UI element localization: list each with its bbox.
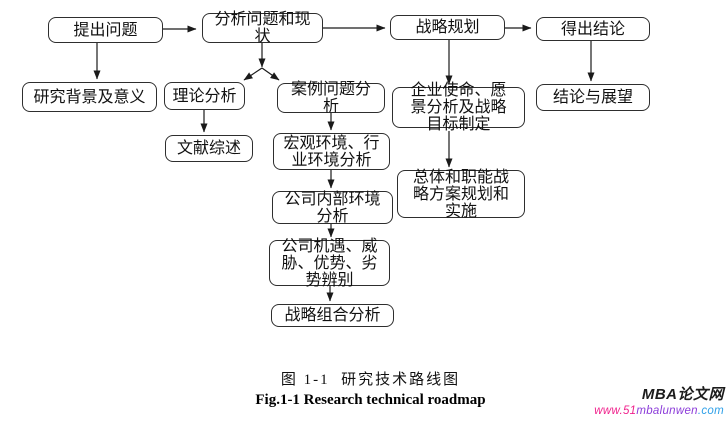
arrow-split-to-theory <box>243 67 263 81</box>
watermark-site-name: MBA论文网 <box>641 386 724 403</box>
node-swot-identification: 公司机遇、威 胁、优势、劣 势辨别 <box>269 238 390 289</box>
figure-caption-zh: 图 1-1 研究技术路线图 <box>280 372 461 388</box>
node-case-problem-analysis: 案例问题分 析 <box>277 81 385 115</box>
node-strategic-planning: 战略规划 <box>390 15 505 40</box>
node-internal-env-analysis: 公司内部环境 分析 <box>272 191 393 225</box>
node-conclusion-outlook: 结论与展望 <box>536 84 650 111</box>
node-analyze-problem: 分析问题和现 状 <box>202 11 323 45</box>
watermark-url-part3: .com <box>697 405 724 417</box>
watermark-url-part1: www.51 <box>594 405 637 417</box>
figure-caption-en: Fig.1-1 Research technical roadmap <box>255 392 486 408</box>
node-overall-functional-strategy: 总体和职能战 略方案规划和 实施 <box>397 169 525 220</box>
arrow-split-to-case <box>261 67 280 81</box>
node-draw-conclusion: 得出结论 <box>536 17 650 41</box>
node-strategy-portfolio: 战略组合分析 <box>271 304 394 327</box>
watermark-url: www.51mbalunwen.com <box>594 405 724 417</box>
watermark-url-part2: mbalunwen <box>636 405 698 417</box>
node-raise-problem: 提出问题 <box>48 17 163 43</box>
node-mission-vision-goal: 企业使命、愿 景分析及战略 目标制定 <box>392 82 525 133</box>
node-theoretical-analysis: 理论分析 <box>164 82 245 110</box>
watermark: MBA论文网 www.51mbalunwen.com <box>594 383 724 417</box>
node-literature-review: 文献综述 <box>165 135 253 162</box>
node-macro-industry-env: 宏观环境、行 业环境分析 <box>273 133 390 170</box>
node-research-background: 研究背景及意义 <box>22 82 157 112</box>
